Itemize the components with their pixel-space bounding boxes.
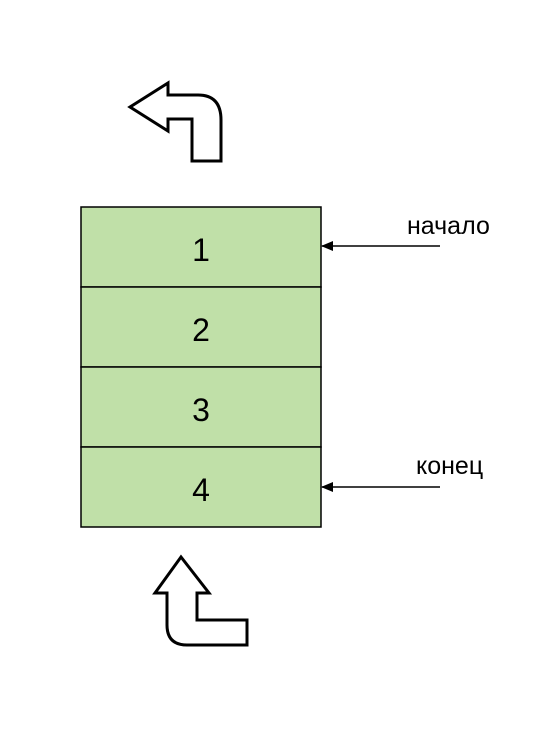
queue-cell: 3 <box>80 366 322 448</box>
queue-cell-box <box>80 446 322 528</box>
queue-cell-label: 1 <box>192 232 210 268</box>
queue-cell: 2 <box>80 286 322 368</box>
tail-pointer-label: конец <box>416 452 483 480</box>
curved-arrow-up-left-icon <box>127 80 223 163</box>
tail-pointer: конец <box>321 452 483 492</box>
queue-stack: 1 2 3 4 <box>80 206 322 528</box>
queue-cell-box <box>80 286 322 368</box>
head-pointer: начало <box>321 212 490 251</box>
queue-cell-box <box>80 206 322 288</box>
head-pointer-label: начало <box>407 212 490 240</box>
queue-cell-label: 2 <box>192 312 210 348</box>
queue-cell-label: 3 <box>192 392 210 428</box>
queue-cell: 1 <box>80 206 322 288</box>
queue-cell-label: 4 <box>192 472 210 508</box>
queue-cell: 4 <box>80 446 322 528</box>
curved-arrow-up-icon <box>152 554 249 647</box>
queue-cell-box <box>80 366 322 448</box>
